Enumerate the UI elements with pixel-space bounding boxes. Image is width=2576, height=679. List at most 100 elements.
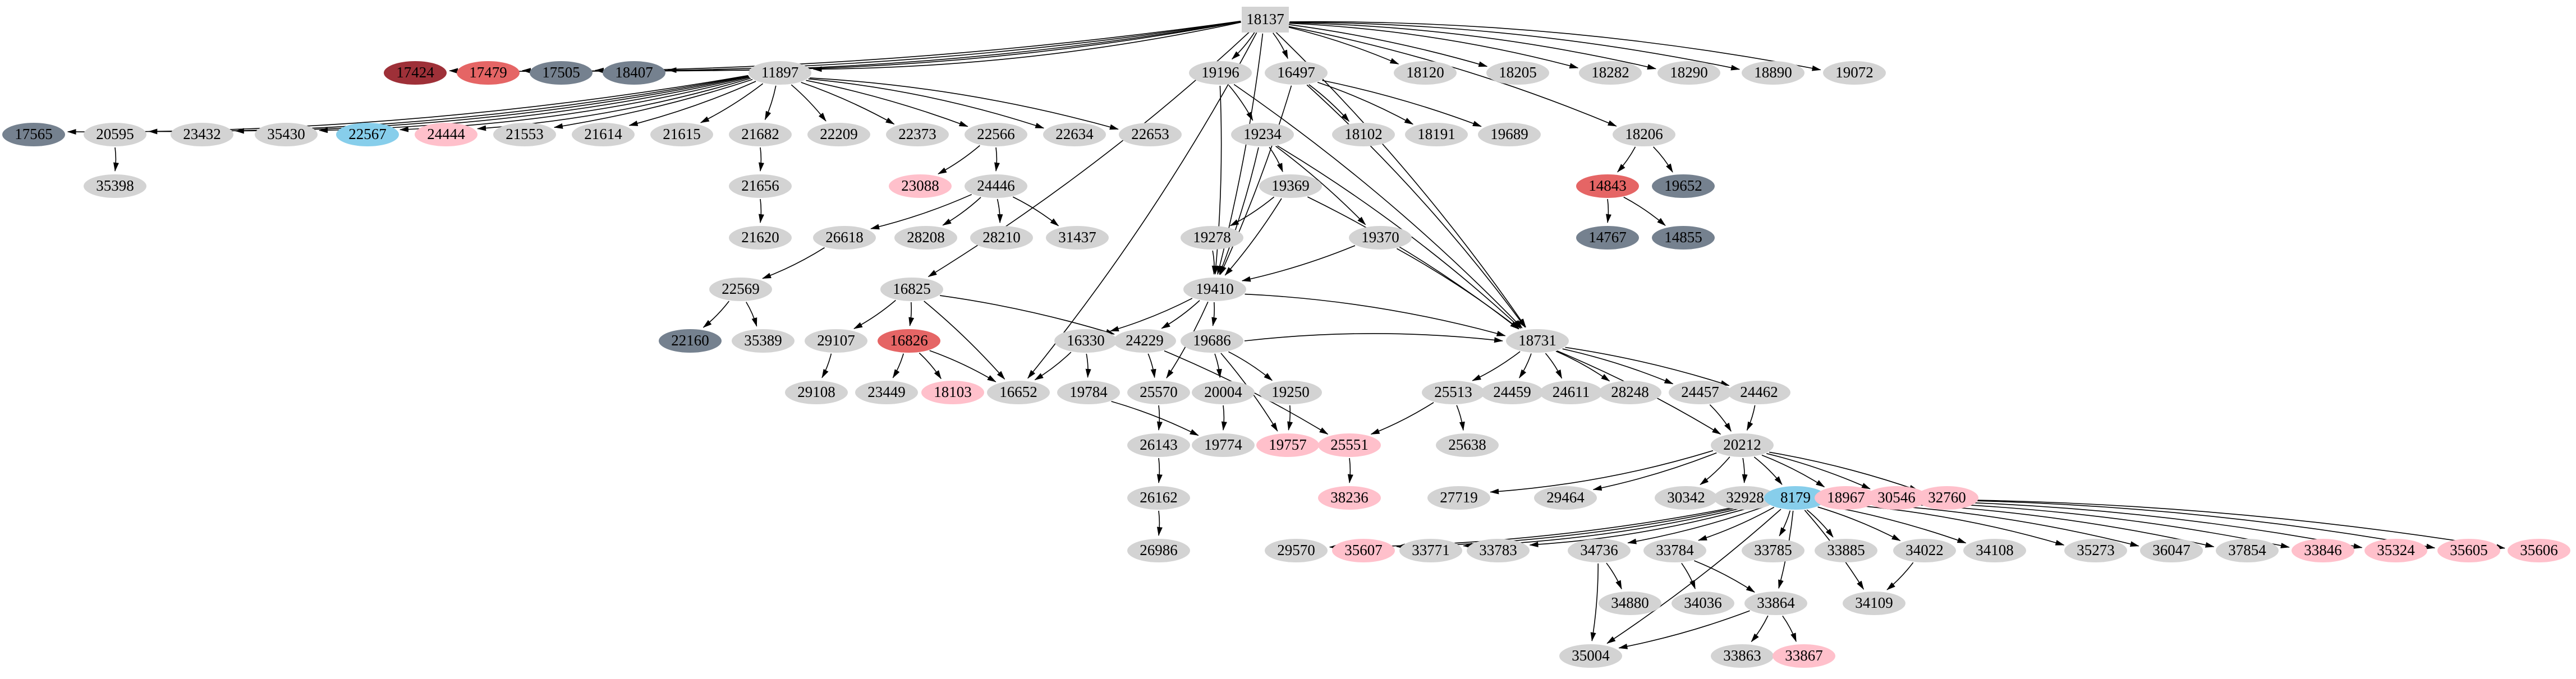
node-29108[interactable]: 29108	[785, 381, 848, 404]
node-34736[interactable]: 34736	[1568, 539, 1631, 562]
node-27719[interactable]: 27719	[1427, 486, 1490, 510]
node-22209[interactable]: 22209	[807, 123, 870, 146]
node-19689[interactable]: 19689	[1478, 123, 1541, 146]
node-18890[interactable]: 18890	[1742, 61, 1804, 85]
node-29464[interactable]: 29464	[1534, 486, 1597, 510]
node-28208[interactable]: 28208	[894, 226, 957, 250]
node-35324[interactable]: 35324	[2364, 539, 2427, 562]
node-19278[interactable]: 19278	[1181, 226, 1243, 250]
node-31437[interactable]: 31437	[1046, 226, 1109, 250]
node-18206[interactable]: 18206	[1613, 123, 1675, 146]
node-18407[interactable]: 18407	[603, 61, 665, 85]
node-35389[interactable]: 35389	[732, 329, 795, 353]
node-18120[interactable]: 18120	[1394, 61, 1457, 85]
node-24229[interactable]: 24229	[1113, 329, 1176, 353]
node-33784[interactable]: 33784	[1643, 539, 1706, 562]
node-19369[interactable]: 19369	[1259, 174, 1322, 198]
node-23432[interactable]: 23432	[171, 123, 233, 146]
node-16330[interactable]: 16330	[1054, 329, 1117, 353]
node-22160[interactable]: 22160	[659, 329, 722, 353]
node-25513[interactable]: 25513	[1422, 381, 1485, 404]
node-25570[interactable]: 25570	[1127, 381, 1190, 404]
node-19196[interactable]: 19196	[1189, 61, 1252, 85]
node-18102[interactable]: 18102	[1332, 123, 1395, 146]
node-29570[interactable]: 29570	[1265, 539, 1328, 562]
node-35398[interactable]: 35398	[84, 174, 146, 198]
node-21615[interactable]: 21615	[650, 123, 713, 146]
node-24446[interactable]: 24446	[965, 174, 1027, 198]
node-18731[interactable]: 18731	[1506, 329, 1569, 353]
node-35430[interactable]: 35430	[255, 123, 318, 146]
node-21553[interactable]: 21553	[493, 123, 556, 146]
node-18290[interactable]: 18290	[1657, 61, 1720, 85]
node-28210[interactable]: 28210	[970, 226, 1033, 250]
node-16497[interactable]: 16497	[1265, 61, 1328, 85]
node-33864[interactable]: 33864	[1744, 592, 1807, 615]
node-28248[interactable]: 28248	[1599, 381, 1661, 404]
node-33783[interactable]: 33783	[1467, 539, 1530, 562]
node-18137[interactable]: 18137	[1242, 7, 1289, 33]
node-18103[interactable]: 18103	[921, 381, 984, 404]
node-34036[interactable]: 34036	[1672, 592, 1734, 615]
node-20212[interactable]: 20212	[1711, 433, 1774, 457]
node-19072[interactable]: 19072	[1823, 61, 1886, 85]
node-14767[interactable]: 14767	[1576, 226, 1639, 250]
node-21682[interactable]: 21682	[729, 123, 792, 146]
node-24444[interactable]: 24444	[415, 123, 477, 146]
node-33867[interactable]: 33867	[1773, 644, 1835, 668]
node-34108[interactable]: 34108	[1963, 539, 2026, 562]
node-24462[interactable]: 24462	[1728, 381, 1790, 404]
node-34022[interactable]: 34022	[1893, 539, 1956, 562]
node-22566[interactable]: 22566	[965, 123, 1027, 146]
node-38236[interactable]: 38236	[1318, 486, 1381, 510]
node-19757[interactable]: 19757	[1256, 433, 1319, 457]
node-19234[interactable]: 19234	[1231, 123, 1294, 146]
node-21614[interactable]: 21614	[572, 123, 635, 146]
node-20595[interactable]: 20595	[84, 123, 146, 146]
node-21656[interactable]: 21656	[729, 174, 792, 198]
node-25638[interactable]: 25638	[1436, 433, 1499, 457]
node-35004[interactable]: 35004	[1559, 644, 1622, 668]
node-35605[interactable]: 35605	[2437, 539, 2500, 562]
node-33863[interactable]: 33863	[1711, 644, 1774, 668]
node-34109[interactable]: 34109	[1843, 592, 1905, 615]
node-24459[interactable]: 24459	[1481, 381, 1544, 404]
node-17479[interactable]: 17479	[457, 61, 520, 85]
node-17424[interactable]: 17424	[384, 61, 447, 85]
node-18191[interactable]: 18191	[1405, 123, 1468, 146]
node-16825[interactable]: 16825	[880, 278, 943, 301]
node-29107[interactable]: 29107	[805, 329, 867, 353]
node-26986[interactable]: 26986	[1127, 539, 1190, 562]
node-26143[interactable]: 26143	[1127, 433, 1190, 457]
node-33885[interactable]: 33885	[1815, 539, 1877, 562]
node-25551[interactable]: 25551	[1318, 433, 1381, 457]
node-19774[interactable]: 19774	[1192, 433, 1255, 457]
node-34880[interactable]: 34880	[1599, 592, 1661, 615]
node-17565[interactable]: 17565	[2, 123, 65, 146]
node-37854[interactable]: 37854	[2216, 539, 2279, 562]
node-22634[interactable]: 22634	[1043, 123, 1106, 146]
node-30342[interactable]: 30342	[1655, 486, 1718, 510]
node-22567[interactable]: 22567	[336, 123, 399, 146]
node-26618[interactable]: 26618	[813, 226, 876, 250]
node-17505[interactable]: 17505	[530, 61, 593, 85]
node-33846[interactable]: 33846	[2292, 539, 2354, 562]
node-33771[interactable]: 33771	[1399, 539, 1462, 562]
node-24457[interactable]: 24457	[1669, 381, 1732, 404]
node-20004[interactable]: 20004	[1192, 381, 1255, 404]
node-19370[interactable]: 19370	[1349, 226, 1412, 250]
node-16826[interactable]: 16826	[878, 329, 940, 353]
node-24611[interactable]: 24611	[1540, 381, 1602, 404]
node-11897[interactable]: 11897	[749, 61, 811, 85]
node-18205[interactable]: 18205	[1486, 61, 1549, 85]
node-22373[interactable]: 22373	[886, 123, 949, 146]
node-22653[interactable]: 22653	[1119, 123, 1182, 146]
node-26162[interactable]: 26162	[1127, 486, 1190, 510]
node-35607[interactable]: 35607	[1332, 539, 1395, 562]
node-23449[interactable]: 23449	[855, 381, 918, 404]
node-19410[interactable]: 19410	[1183, 278, 1246, 301]
node-35273[interactable]: 35273	[2064, 539, 2127, 562]
node-16652[interactable]: 16652	[987, 381, 1050, 404]
node-14855[interactable]: 14855	[1652, 226, 1715, 250]
node-36047[interactable]: 36047	[2140, 539, 2203, 562]
